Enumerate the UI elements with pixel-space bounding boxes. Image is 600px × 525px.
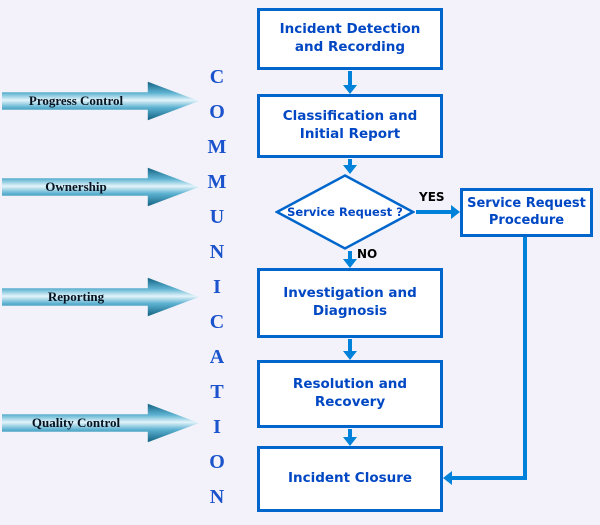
node-service-request-decision: Service Request ? [274,174,416,250]
connector-investigation-resolution-line [348,339,352,351]
node-label: Incident Closure [287,470,413,487]
communication-vertical-label: COMMUNICATION [206,66,228,521]
connector-resolution-closure-arrowhead-icon [343,437,357,446]
connector-yes-line [416,210,451,214]
connector-classification-decision-line [348,159,352,165]
branch-label-no: NO [357,247,378,261]
connector-no-arrowhead-icon [343,259,357,268]
node-label: Diagnosis [312,303,388,319]
side-arrow-label: Reporting [47,289,105,304]
side-arrow-ownership: Ownership [2,167,199,207]
connector-detection-classification-arrowhead-icon [343,85,357,94]
node-label: and Recording [294,39,406,55]
diamond-shape [274,174,416,250]
side-arrow-label: Ownership [45,179,107,194]
branch-label-yes: YES [419,190,445,204]
connector-detection-classification-line [348,71,352,85]
node-label: Service Request [467,195,586,211]
connector-srp-closure-horizontal-line [452,476,527,480]
connector-srp-closure-arrowhead-icon [443,471,452,485]
node-label: Initial Report [299,126,401,142]
side-arrow-label: Quality Control [31,415,121,430]
connector-classification-decision-arrowhead-icon [343,165,357,174]
side-arrow-label: Progress Control [28,93,124,108]
connector-srp-closure-vertical-line [523,237,527,480]
node-investigation: Investigation and Diagnosis [257,268,443,338]
connector-yes-arrowhead-icon [451,205,460,219]
node-label: Incident Detection [279,21,421,38]
node-label: Classification and [282,108,418,125]
node-service-request-procedure: Service Request Procedure [460,188,593,237]
node-label: Resolution and [292,376,408,393]
node-resolution: Resolution and Recovery [257,360,443,428]
side-arrow-progress-control: Progress Control [2,81,199,121]
side-arrow-reporting: Reporting [2,277,199,317]
node-label: Investigation and [283,285,417,302]
connector-investigation-resolution-arrowhead-icon [343,351,357,360]
node-label: Procedure [488,212,565,228]
node-incident-closure: Incident Closure [257,446,443,512]
side-arrow-quality-control: Quality Control [2,403,199,443]
node-incident-detection: Incident Detection and Recording [257,8,443,70]
decision-label: Service Request ? [287,205,403,219]
connector-resolution-closure-line [348,429,352,437]
node-label: Recovery [314,394,386,410]
node-classification: Classification and Initial Report [257,94,443,158]
connector-no-line [348,251,352,259]
